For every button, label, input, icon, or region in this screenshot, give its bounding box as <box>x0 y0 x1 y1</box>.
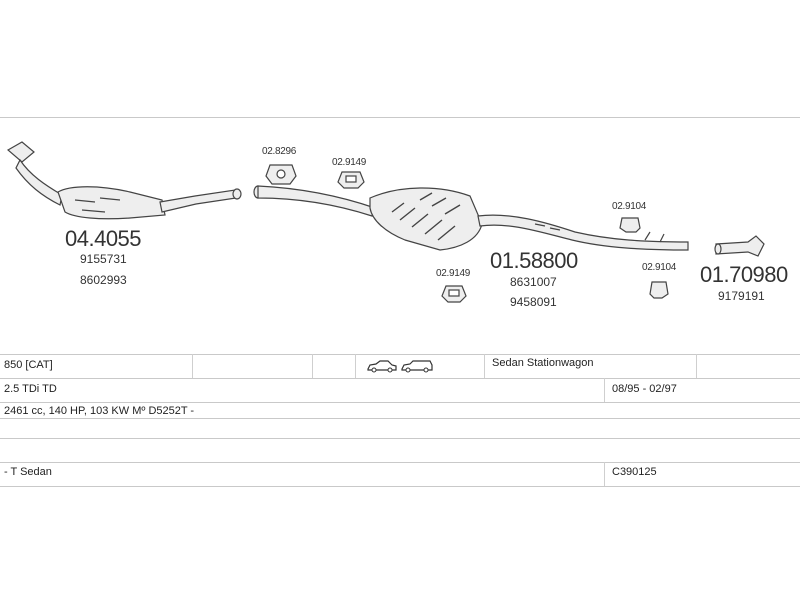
table-line-3 <box>0 402 800 403</box>
table-line-5 <box>0 438 800 439</box>
table-vline-6 <box>604 378 605 402</box>
catalytic-converter-part <box>6 141 242 220</box>
table-vline-2 <box>312 354 313 378</box>
stationwagon-car-icon <box>401 360 433 373</box>
middle-silencer-ref-2: 9458091 <box>510 295 557 309</box>
middle-silencer-code: 01.58800 <box>490 248 578 273</box>
clamp-part <box>265 164 297 185</box>
mount-b-code: 02.9149 <box>436 268 471 279</box>
type-cell: - T Sedan <box>4 466 52 478</box>
table-vline-7 <box>604 462 605 486</box>
tailpipe-part <box>714 235 765 257</box>
mount-d-code: 02.9104 <box>642 262 677 273</box>
mount-part-a <box>337 171 365 189</box>
tailpipe-code: 01.70980 <box>700 262 788 287</box>
middle-silencer-part <box>253 185 689 251</box>
body-type-cell: Sedan Stationwagon <box>492 357 594 369</box>
table-vline-5 <box>696 354 697 378</box>
model-cell: 850 [CAT] <box>4 359 53 371</box>
catalytic-ref-2: 8602993 <box>80 273 127 287</box>
top-divider <box>0 117 800 118</box>
clamp-code: 02.8296 <box>262 146 297 157</box>
mount-part-b <box>441 285 467 303</box>
catalytic-ref-1: 9155731 <box>80 252 127 266</box>
years-cell: 08/95 - 02/97 <box>612 383 677 395</box>
table-line-2 <box>0 378 800 379</box>
table-line-6 <box>0 462 800 463</box>
table-vline-4 <box>484 354 485 378</box>
mount-part-c <box>619 217 641 233</box>
table-line-4 <box>0 418 800 419</box>
engine-cell: 2.5 TDi TD <box>4 383 57 395</box>
tailpipe-ref-1: 9179191 <box>718 289 765 303</box>
spec-cell: 2461 cc, 140 HP, 103 KW Mº D5252T - <box>4 405 195 417</box>
sedan-car-icon <box>367 360 397 373</box>
table-line-1 <box>0 354 800 355</box>
reference-cell: C390125 <box>612 466 657 478</box>
table-vline-3 <box>355 354 356 378</box>
mount-c-code: 02.9104 <box>612 201 647 212</box>
catalytic-code: 04.4055 <box>65 226 142 251</box>
middle-silencer-ref-1: 8631007 <box>510 275 557 289</box>
table-line-7 <box>0 486 800 487</box>
table-vline-1 <box>192 354 193 378</box>
mount-part-d <box>649 281 669 299</box>
mount-a-code: 02.9149 <box>332 157 367 168</box>
